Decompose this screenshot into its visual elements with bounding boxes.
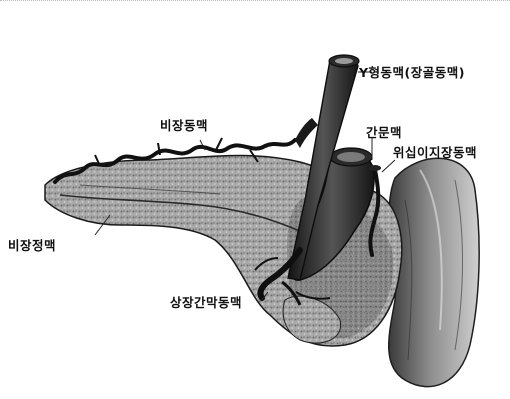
label-splenic-vein: 비장정맥 xyxy=(8,235,56,254)
duodenum xyxy=(389,158,479,386)
label-portal-vein: 간문맥 xyxy=(366,122,402,141)
label-gastroduodenal-artery: 위십이지장동맥 xyxy=(393,142,477,161)
label-splenic-artery: 비장동맥 xyxy=(160,115,208,134)
label-y-artery: Y형동맥(장골동맥) xyxy=(359,62,465,81)
label-superior-mesenteric-artery: 상장간막동맥 xyxy=(170,292,242,311)
